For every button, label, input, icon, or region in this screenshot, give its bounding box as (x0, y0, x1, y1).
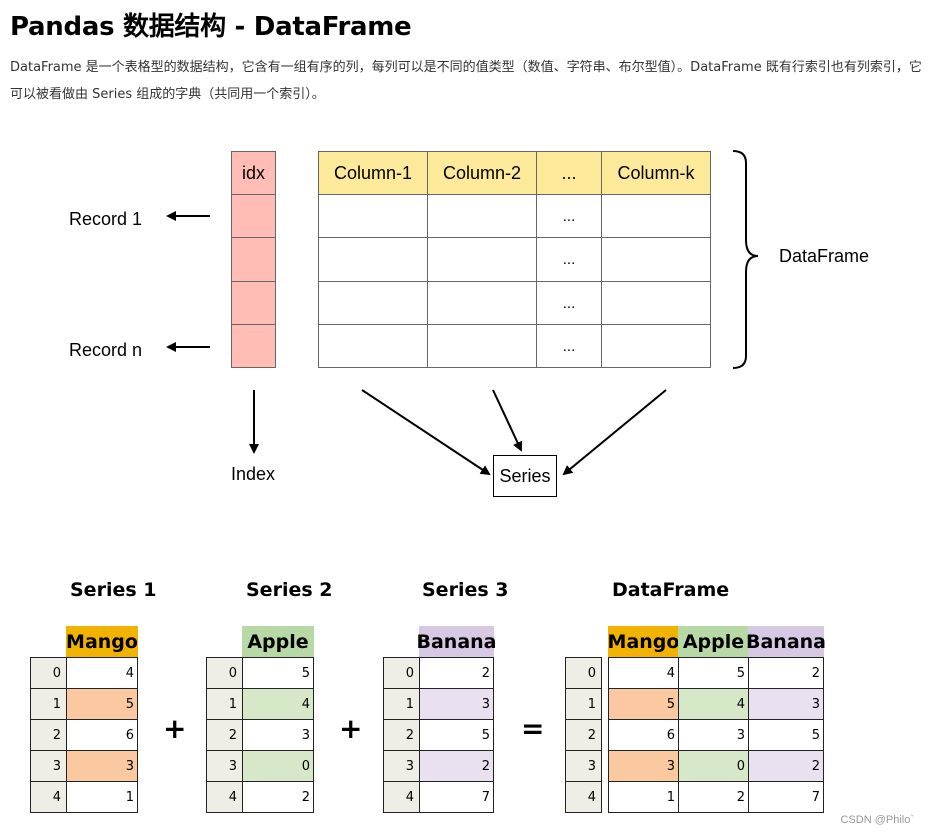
value-cell: 5 (419, 719, 494, 751)
series-title: Series 2 (246, 579, 333, 601)
value-cell: 2 (419, 750, 494, 782)
index-cell: 2 (30, 719, 67, 751)
equals-sign: = (521, 712, 545, 745)
value-cell: 2 (242, 781, 314, 813)
diagram-arrows (166, 150, 759, 476)
watermark: CSDN @Philo` (840, 814, 914, 826)
dataframe-title: DataFrame (612, 579, 730, 601)
index-cell: 1 (565, 688, 602, 720)
value-cell: 7 (419, 781, 494, 813)
column-header: Column-2 (427, 151, 537, 195)
series-title: Series 3 (422, 579, 509, 601)
value-cell: 5 (242, 657, 314, 689)
idx-cell (231, 237, 276, 282)
description: DataFrame 是一个表格型的数据结构，它含有一组有序的列，每列可以是不同的… (10, 60, 922, 102)
value-cell: 2 (419, 657, 494, 689)
index-cell: 4 (206, 781, 243, 813)
index-cell: 2 (565, 719, 602, 751)
index-cell: 3 (206, 750, 243, 782)
index-cell: 0 (383, 657, 420, 689)
value-cell: 3 (242, 719, 314, 751)
value-cell: 4 (678, 688, 749, 720)
value-cell: 3 (419, 688, 494, 720)
value-cell: 4 (242, 688, 314, 720)
series-box: Series (493, 455, 557, 497)
series-title: Series 1 (70, 579, 157, 601)
value-cell: 5 (608, 688, 679, 720)
index-cell: 4 (30, 781, 67, 813)
value-cell: 5 (678, 657, 749, 689)
idx-cell (231, 324, 276, 368)
column-header: ... (536, 151, 602, 195)
value-cell: 4 (66, 657, 138, 689)
index-cell: 0 (565, 657, 602, 689)
value-cell: 3 (678, 719, 749, 751)
index-cell: 2 (206, 719, 243, 751)
index-cell: 0 (206, 657, 243, 689)
page-title: Pandas 数据结构 - DataFrame (10, 12, 412, 42)
value-cell: 6 (608, 719, 679, 751)
record-first-label: Record 1 (69, 209, 143, 229)
value-cell: 5 (66, 688, 138, 720)
index-cell: 1 (30, 688, 67, 720)
value-cell: 4 (608, 657, 679, 689)
index-label: Index (231, 464, 276, 484)
column-header: Banana (417, 626, 497, 657)
index-cell: 3 (383, 750, 420, 782)
index-cell: 1 (383, 688, 420, 720)
column-header: Banana (746, 626, 826, 657)
dataframe-label: DataFrame (779, 246, 870, 266)
value-cell: 6 (66, 719, 138, 751)
series-arrow (492, 389, 523, 452)
data-cell (601, 324, 711, 368)
value-cell: 5 (748, 719, 824, 751)
value-cell: 2 (678, 781, 749, 813)
index-cell: 1 (206, 688, 243, 720)
index-cell: 3 (30, 750, 67, 782)
record-last-label: Record n (69, 340, 143, 360)
plus-sign: + (163, 712, 187, 745)
index-cell: 4 (383, 781, 420, 813)
value-cell: 1 (608, 781, 679, 813)
index-cell: 3 (565, 750, 602, 782)
series-arrow (361, 389, 491, 476)
value-cell: 2 (748, 657, 824, 689)
value-cell: 2 (748, 750, 824, 782)
series-arrow (562, 389, 667, 476)
value-cell: 3 (608, 750, 679, 782)
dataframe-brace (732, 150, 759, 369)
column-header: Mango (608, 626, 679, 657)
column-header: Apple (678, 626, 749, 657)
column-header: Apple (242, 626, 314, 657)
index-cell: 2 (383, 719, 420, 751)
plus-sign: + (339, 712, 363, 745)
value-cell: 0 (678, 750, 749, 782)
column-header: Mango (66, 626, 138, 657)
value-cell: 3 (66, 750, 138, 782)
index-cell: 4 (565, 781, 602, 813)
value-cell: 0 (242, 750, 314, 782)
value-cell: 1 (66, 781, 138, 813)
column-header: Column-k (601, 151, 711, 195)
value-cell: 7 (748, 781, 824, 813)
idx-cell (231, 194, 276, 238)
index-cell: 0 (30, 657, 67, 689)
value-cell: 3 (748, 688, 824, 720)
